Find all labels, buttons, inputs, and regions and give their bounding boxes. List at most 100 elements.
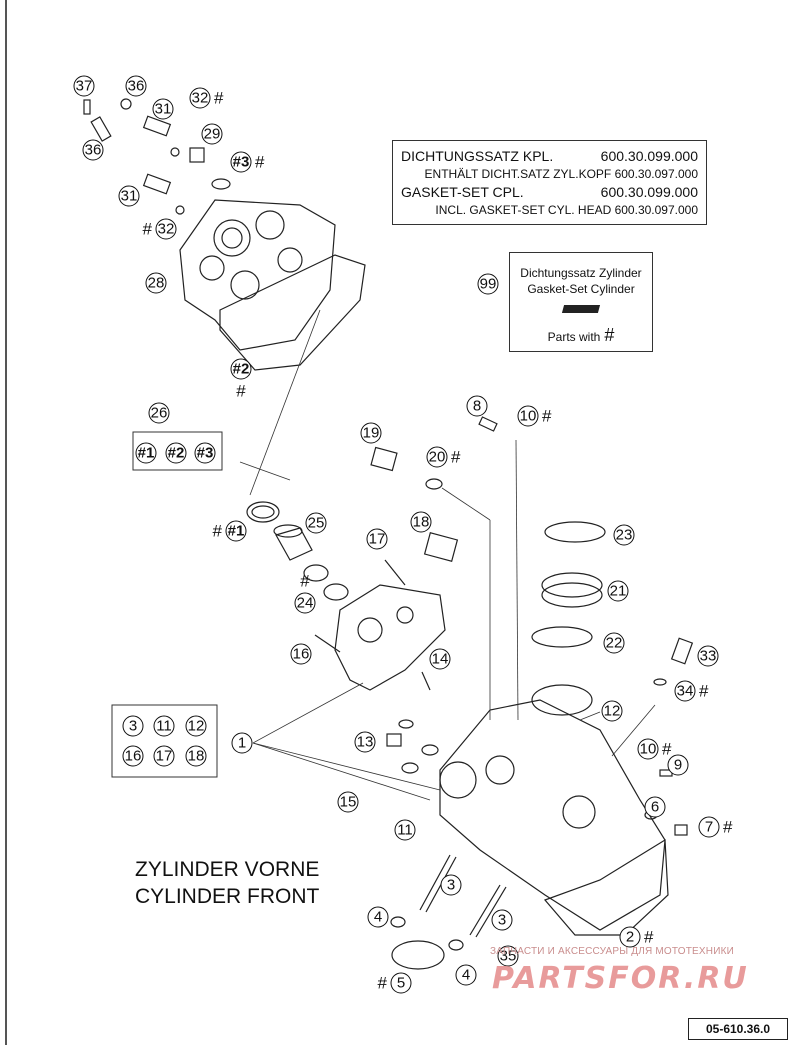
cylinder-set-line2: Gasket-Set Cylinder — [527, 282, 635, 296]
callout-circle — [82, 139, 104, 161]
callout-circle — [118, 185, 140, 207]
callout-26: 26 — [148, 402, 170, 424]
head-bore — [485, 755, 515, 785]
callout-circle — [337, 791, 359, 813]
callout-number: #3 — [197, 445, 214, 462]
callout-circle — [152, 98, 174, 120]
callout-number: #3 — [233, 154, 250, 171]
callout-1: 1 — [231, 732, 253, 754]
callout-34: 34# — [674, 680, 709, 702]
callout-8: 8 — [466, 395, 488, 417]
callout-10: 10# — [637, 738, 672, 760]
callout-number: #1 — [228, 523, 245, 540]
callout-circle — [148, 402, 170, 424]
group1-callout-circle — [185, 715, 207, 737]
intake-flange-21 — [541, 572, 603, 598]
group1-callout-circle — [185, 745, 207, 767]
callout-32: 32 # — [189, 87, 224, 109]
group1-callout-circle — [153, 715, 175, 737]
washer-15b — [421, 744, 439, 756]
callout-circle — [145, 272, 167, 294]
brand-logo — [561, 305, 601, 313]
callout-circle — [637, 738, 659, 760]
callout-circle — [440, 874, 462, 896]
leader-1c — [252, 742, 431, 801]
leader-lines — [239, 309, 656, 801]
callout-circle — [644, 796, 666, 818]
callout-circle — [367, 906, 389, 928]
callout-31: 31 — [118, 185, 140, 207]
callout-25: 25 — [305, 512, 327, 534]
callout-circle — [491, 909, 513, 931]
carrier-bore — [357, 617, 383, 643]
page-edge-line — [5, 0, 7, 1045]
callout-circle — [603, 632, 625, 654]
hash-marker: # — [214, 89, 224, 108]
o-ring-24b — [323, 583, 349, 601]
callout-9: 9 — [667, 754, 689, 776]
hash-marker: # — [451, 448, 461, 467]
stud-3b-b — [475, 886, 507, 938]
callout-circle — [294, 592, 316, 614]
clamp-23 — [544, 521, 606, 543]
camshaft-carrier — [334, 584, 446, 691]
callout-19: 19 — [360, 422, 382, 444]
callout-16: 16 — [290, 643, 312, 665]
part-drawings — [83, 98, 694, 970]
callout-23: 23 — [613, 524, 635, 546]
cylinder-set-line1: Dichtungssatz Zylinder — [520, 266, 642, 280]
callout-number: 32 — [158, 221, 175, 238]
callout-number: 4 — [374, 909, 382, 926]
group1-callout-circle — [122, 715, 144, 737]
stud-3a — [419, 854, 451, 911]
callout-3: 3 — [491, 909, 513, 931]
callout-36: 36 — [82, 139, 104, 161]
gasket-line2: ENTHÄLT DICHT.SATZ ZYL.KOPF 600.30.097.0… — [424, 167, 698, 181]
callout-circle — [305, 512, 327, 534]
leader-1b — [252, 742, 441, 791]
title-line1: ZYLINDER VORNE — [135, 858, 320, 881]
callout-number: 35 — [500, 948, 517, 965]
callout-99: 99 — [477, 273, 499, 295]
callout-circle — [674, 680, 696, 702]
callout-number: 18 — [413, 514, 430, 531]
callout-circle — [225, 520, 247, 542]
callout-number: 32 — [192, 90, 209, 107]
valve-cover-gasket — [219, 254, 366, 371]
group1-callout-3: 3 — [129, 718, 137, 735]
leader-20 — [441, 487, 491, 521]
callout-number: 36 — [85, 142, 102, 159]
callout-number: 34 — [677, 683, 694, 700]
callout-number: 26 — [151, 405, 168, 422]
screw-8 — [478, 416, 498, 432]
hash-marker: # — [255, 153, 265, 172]
callout-6: 6 — [644, 796, 666, 818]
callout-circle — [125, 75, 147, 97]
callout-circle — [477, 273, 499, 295]
hash-marker: # — [300, 572, 310, 591]
callout-circle — [613, 524, 635, 546]
group1-callout-17: 17 — [156, 748, 173, 765]
hash-marker: # — [236, 382, 246, 401]
valve-cover-port — [277, 247, 303, 273]
watermark-logo: PARTSFOR.RU — [492, 961, 749, 996]
bolt-16 — [314, 634, 341, 653]
hash-marker: # — [723, 818, 733, 837]
valve-cover — [179, 199, 336, 351]
callout-circle — [429, 648, 451, 670]
fitting-31b — [142, 173, 172, 195]
hash-marker: # — [378, 974, 388, 993]
callout-number: 25 — [308, 515, 325, 532]
bolt-17 — [384, 559, 406, 586]
callout-circle — [360, 422, 382, 444]
callout-21: 21 — [607, 580, 629, 602]
gasket-row-3: GASKET-SET CPL. 600.30.099.000 — [401, 183, 698, 201]
callout-circle — [73, 75, 95, 97]
callout-number: 33 — [700, 648, 717, 665]
callout-circle — [135, 442, 157, 464]
callout-number: 2 — [626, 929, 634, 946]
intake-flange-21b — [541, 582, 603, 608]
washer-34 — [653, 678, 667, 686]
